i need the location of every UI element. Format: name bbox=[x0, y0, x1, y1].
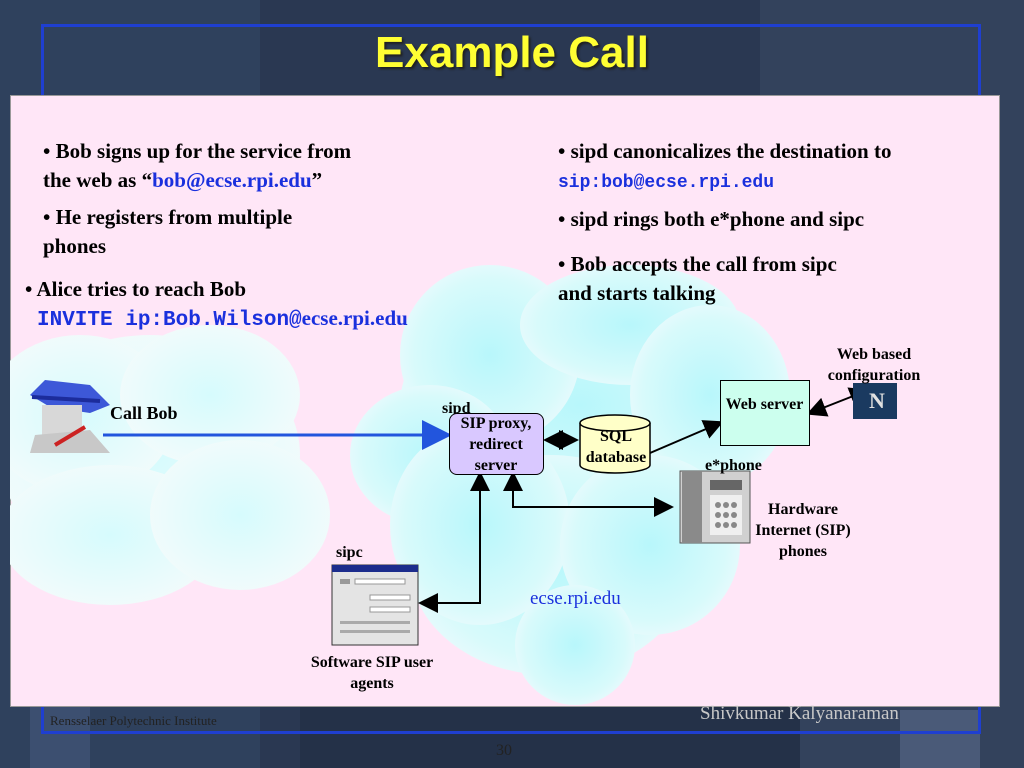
invite-uri-domain: ecse.rpi.edu bbox=[301, 306, 408, 331]
sipc-label: sipc bbox=[336, 544, 363, 561]
invite-uri-mono: INVITE ip:Bob.Wilson@ bbox=[37, 309, 302, 333]
sql-web-arrow bbox=[649, 420, 724, 454]
web-server-label: Web server bbox=[725, 396, 804, 413]
bullet-accepts-call: • Bob accepts the call from sipc and sta… bbox=[558, 250, 837, 309]
footer-page-number: 30 bbox=[496, 742, 512, 759]
bullet-bob-signs-up: • Bob signs up for the service from the … bbox=[43, 137, 351, 196]
sip-uri-mono: sip:bob@ecse.rpi.edu bbox=[558, 173, 775, 194]
slide-title: Example Call bbox=[375, 28, 649, 77]
sipd-label: sipd bbox=[442, 400, 471, 417]
ephone-label: e*phone bbox=[705, 457, 762, 474]
bob-email-link[interactable]: bob@ecse.rpi.edu bbox=[152, 168, 312, 193]
sip-proxy-box: SIP proxy, redirect server bbox=[449, 413, 544, 475]
proxy-ephone-arrow bbox=[503, 471, 674, 517]
bullet-multiple-phones: • He registers from multiple phones bbox=[43, 203, 292, 262]
sipc-window-icon bbox=[331, 564, 419, 646]
call-bob-label: Call Bob bbox=[110, 403, 178, 423]
alice-figure-icon bbox=[30, 380, 110, 453]
bullet-text: • Bob signs up for the service from bbox=[43, 139, 352, 163]
hardware-phones-label: Hardware Internet (SIP) phones bbox=[755, 501, 851, 560]
bullet-alice-reach-bob: • Alice tries to reach Bob INVITE ip:Bob… bbox=[25, 275, 408, 336]
bullet-text: • sipd canonicalizes the destination to bbox=[558, 139, 892, 163]
bullet-text-line2: phones bbox=[43, 234, 107, 259]
bullet-text-line2: and starts talking bbox=[558, 281, 716, 306]
bullet-canonicalize: • sipd canonicalizes the destination to … bbox=[558, 137, 891, 197]
bullet-text: • Bob accepts the call from sipc bbox=[558, 252, 837, 276]
web-server-box: Web server bbox=[720, 380, 810, 446]
software-agents-label: Software SIP user agents bbox=[310, 654, 434, 692]
netscape-browser-icon: N bbox=[853, 383, 897, 419]
bullet-text: • He registers from multiple bbox=[43, 205, 293, 229]
sql-database-cylinder bbox=[579, 414, 651, 474]
content-panel: N • Bob signs up for the service from th bbox=[10, 95, 1000, 707]
svg-text:N: N bbox=[869, 388, 885, 413]
bullet-rings-both: • sipd rings both e*phone and sipc bbox=[558, 205, 864, 234]
hardware-phone-icon bbox=[679, 470, 751, 544]
bullet-text: • Alice tries to reach Bob bbox=[25, 277, 247, 301]
web-config-label: Web based configuration bbox=[827, 346, 921, 384]
footer-author: Shivkumar Kalyanaraman bbox=[700, 703, 899, 724]
domain-label: ecse.rpi.edu bbox=[530, 588, 621, 609]
footer-institute: Rensselaer Polytechnic Institute bbox=[50, 713, 217, 728]
alice-cloud bbox=[10, 325, 330, 605]
bullet-text-line2: the web as “ bbox=[43, 168, 153, 193]
sip-proxy-label: SIP proxy, redirect server bbox=[460, 415, 532, 474]
proxy-sipc-arrow bbox=[418, 471, 490, 613]
bullet-text: • sipd rings both e*phone and sipc bbox=[558, 207, 865, 231]
sql-database-label: SQL database bbox=[585, 428, 647, 466]
bullet-text-close: ” bbox=[311, 168, 323, 193]
